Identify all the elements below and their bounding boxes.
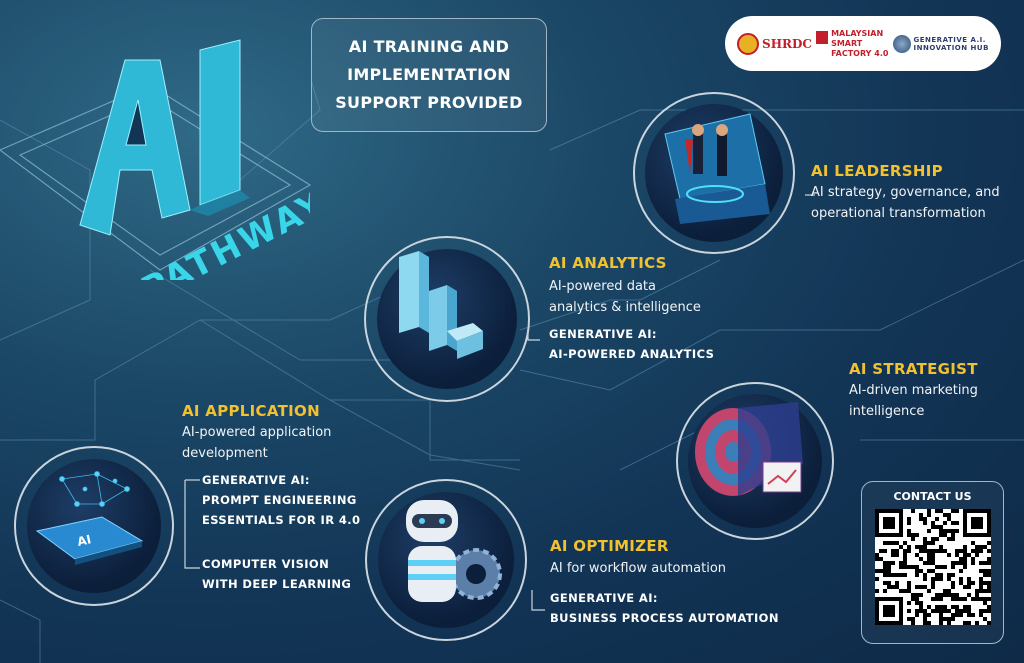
strategist-desc-2: intelligence <box>849 404 925 419</box>
optimizer-heading: AI OPTIMIZER <box>550 537 669 555</box>
msf-logo: MALAYSIAN SMART FACTORY 4.0 <box>816 29 888 59</box>
ai-pathway-hero-graphic: PATHWAY <box>79 39 310 280</box>
optimizer-circle <box>378 492 514 628</box>
title-line-2: IMPLEMENTATION <box>347 65 511 84</box>
optimizer-desc-1: AI for workflow automation <box>550 561 727 576</box>
analytics-circle <box>377 249 517 389</box>
shrdc-seal-icon <box>737 32 760 55</box>
flag-icon <box>816 30 829 57</box>
application-circle: AI <box>27 459 161 593</box>
application-course2-2: WITH DEEP LEARNING <box>202 577 352 591</box>
genai-hub-logo: GENERATIVE A.I. INNOVATION HUB <box>892 34 989 53</box>
application-course2-1: COMPUTER VISION <box>202 557 330 571</box>
analytics-desc-1: AI-powered data <box>549 279 656 294</box>
leadership-desc-2: operational transformation <box>811 206 986 221</box>
svg-text:AI: AI <box>76 532 92 549</box>
analytics-course-2: AI-POWERED ANALYTICS <box>549 347 715 361</box>
application-ring <box>14 446 174 606</box>
application-course-3: ESSENTIALS FOR IR 4.0 <box>202 513 361 527</box>
strategist-heading: AI STRATEGIST <box>849 360 978 378</box>
megaphone-icon <box>695 402 803 496</box>
title-line-3: SUPPORT PROVIDED <box>335 93 523 112</box>
analytics-heading: AI ANALYTICS <box>549 254 667 272</box>
contact-box: CONTACT US <box>861 481 1004 644</box>
strategist-desc-1: AI-driven marketing <box>849 383 978 398</box>
shrdc-logo: SHRDC <box>737 32 812 55</box>
leadership-circle <box>645 104 783 242</box>
contact-label: CONTACT US <box>893 490 972 503</box>
analytics-desc-2: analytics & intelligence <box>549 300 701 315</box>
robot-gear-icon <box>406 500 502 602</box>
qr-code-icon[interactable] <box>875 509 991 625</box>
business-handshake-icon <box>664 113 770 224</box>
bar-chart-icon <box>399 251 483 359</box>
application-desc-1: AI-powered application <box>182 425 332 440</box>
optimizer-course-1: GENERATIVE AI: <box>550 591 658 605</box>
optimizer-ring <box>365 479 527 641</box>
analytics-ring <box>364 236 530 402</box>
strategist-circle <box>688 394 822 528</box>
application-course-1: GENERATIVE AI: <box>202 473 310 487</box>
title-box: AI TRAINING AND IMPLEMENTATION SUPPORT P… <box>311 18 547 132</box>
application-desc-2: development <box>182 446 268 461</box>
application-course-2: PROMPT ENGINEERING <box>202 493 357 507</box>
leadership-ring <box>633 92 795 254</box>
title-line-1: AI TRAINING AND <box>348 37 510 56</box>
leadership-heading: AI LEADERSHIP <box>811 162 943 180</box>
strategist-ring <box>676 382 834 540</box>
leadership-desc-1: AI strategy, governance, and <box>811 185 1000 200</box>
ai-phone-icon: AI <box>35 471 144 565</box>
application-heading: AI APPLICATION <box>182 402 320 420</box>
analytics-course-1: GENERATIVE AI: <box>549 327 657 341</box>
partner-logos: SHRDC MALAYSIAN SMART FACTORY 4.0 GENERA… <box>725 16 1001 71</box>
optimizer-course-2: BUSINESS PROCESS AUTOMATION <box>550 611 779 625</box>
brain-icon <box>892 34 911 53</box>
